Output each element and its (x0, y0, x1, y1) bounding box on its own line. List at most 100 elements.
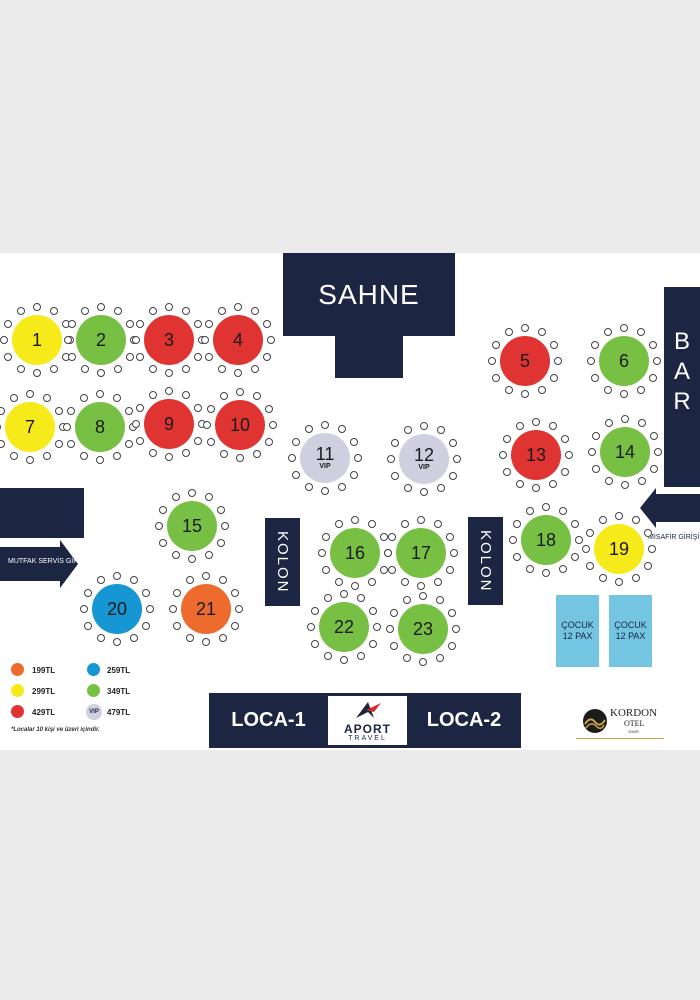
chair-icon (97, 303, 105, 311)
bar-letter: B (673, 328, 690, 355)
chair-icon (521, 390, 529, 398)
table-number: 20 (106, 599, 128, 619)
chair-icon (79, 451, 88, 460)
chair-icon (42, 451, 51, 460)
table-8[interactable]: 8 (75, 402, 125, 452)
chair-icon (587, 357, 595, 365)
table-17[interactable]: 17 (396, 528, 446, 578)
chair-icon (67, 439, 76, 448)
chair-icon (631, 516, 640, 525)
chair-icon (548, 422, 557, 431)
chair-icon (386, 625, 394, 633)
table-13[interactable]: 13 (511, 430, 561, 480)
table-2[interactable]: 2 (76, 315, 126, 365)
table-number: 13 (525, 445, 547, 465)
chair-icon (525, 564, 534, 573)
hotel-underline (576, 738, 664, 739)
chair-icon (252, 449, 261, 458)
table-14[interactable]: 14 (600, 427, 650, 477)
chair-icon (447, 641, 456, 650)
table-15[interactable]: 15 (167, 501, 217, 551)
chair-icon (322, 565, 331, 574)
table-3[interactable]: 3 (144, 315, 194, 365)
chair-icon (125, 352, 134, 361)
table-19[interactable]: 19 (594, 524, 644, 574)
chair-icon (113, 364, 122, 373)
chair-icon (159, 538, 168, 547)
chair-icon (604, 419, 613, 428)
chair-icon (304, 425, 313, 434)
chair-icon (230, 621, 239, 630)
chair-icon (193, 436, 202, 445)
table-5[interactable]: 5 (500, 336, 550, 386)
chair-icon (417, 516, 425, 524)
chair-icon (148, 364, 157, 373)
table-20[interactable]: 20 (92, 584, 142, 634)
chair-icon (4, 352, 13, 361)
table-9[interactable]: 9 (144, 399, 194, 449)
loca-2-label: LOCA-2 (426, 709, 502, 731)
column-right: KOLON (468, 517, 503, 605)
chair-icon (447, 608, 456, 617)
hotel-logo: KORDON OTEL İZMİR (576, 705, 665, 741)
chair-icon (16, 364, 25, 373)
chair-icon (201, 336, 209, 344)
chair-icon (155, 522, 163, 530)
chair-icon (49, 307, 58, 316)
chair-icon (504, 328, 513, 337)
table-10[interactable]: 10 (215, 400, 265, 450)
table-number: 11 (315, 444, 335, 464)
table-number: 5 (519, 351, 530, 371)
chair-icon (218, 633, 227, 642)
table-22[interactable]: 22 (319, 602, 369, 652)
chair-icon (129, 576, 138, 585)
chair-icon (388, 532, 397, 541)
table-18[interactable]: 18 (521, 515, 571, 565)
chair-icon (42, 394, 51, 403)
chair-icon (598, 516, 607, 525)
chair-icon (318, 549, 326, 557)
table-21[interactable]: 21 (181, 584, 231, 634)
table-6[interactable]: 6 (599, 336, 649, 386)
chair-icon (96, 576, 105, 585)
chair-icon (250, 364, 259, 373)
chair-icon (234, 369, 242, 377)
chair-icon (96, 633, 105, 642)
chair-icon (653, 357, 661, 365)
chair-icon (367, 520, 376, 529)
chair-icon (16, 307, 25, 316)
chair-icon (513, 552, 522, 561)
chair-icon (649, 431, 658, 440)
chair-icon (80, 307, 89, 316)
chair-icon (549, 373, 558, 382)
chair-icon (503, 467, 512, 476)
chair-icon (96, 456, 104, 464)
chair-icon (391, 471, 400, 480)
chair-icon (63, 423, 71, 431)
chair-icon (4, 319, 13, 328)
table-16[interactable]: 16 (330, 528, 380, 578)
chair-icon (68, 319, 77, 328)
table-number: 16 (344, 543, 366, 563)
table-4[interactable]: 4 (213, 315, 263, 365)
chair-icon (586, 528, 595, 537)
chair-icon (337, 482, 346, 491)
chair-icon (207, 437, 216, 446)
chair-icon (603, 385, 612, 394)
table-7[interactable]: 7 (5, 402, 55, 452)
chair-icon (391, 438, 400, 447)
chair-icon (548, 479, 557, 488)
chair-icon (654, 448, 662, 456)
chair-icon (525, 507, 534, 516)
table-1[interactable]: 1 (12, 315, 62, 365)
chair-icon (26, 390, 34, 398)
legend-swatch (11, 684, 24, 697)
chair-icon (64, 336, 72, 344)
chair-icon (148, 307, 157, 316)
table-23[interactable]: 23 (398, 604, 448, 654)
chair-icon (560, 434, 569, 443)
table-number: 3 (163, 330, 174, 350)
brand-name: APORT (344, 722, 391, 736)
